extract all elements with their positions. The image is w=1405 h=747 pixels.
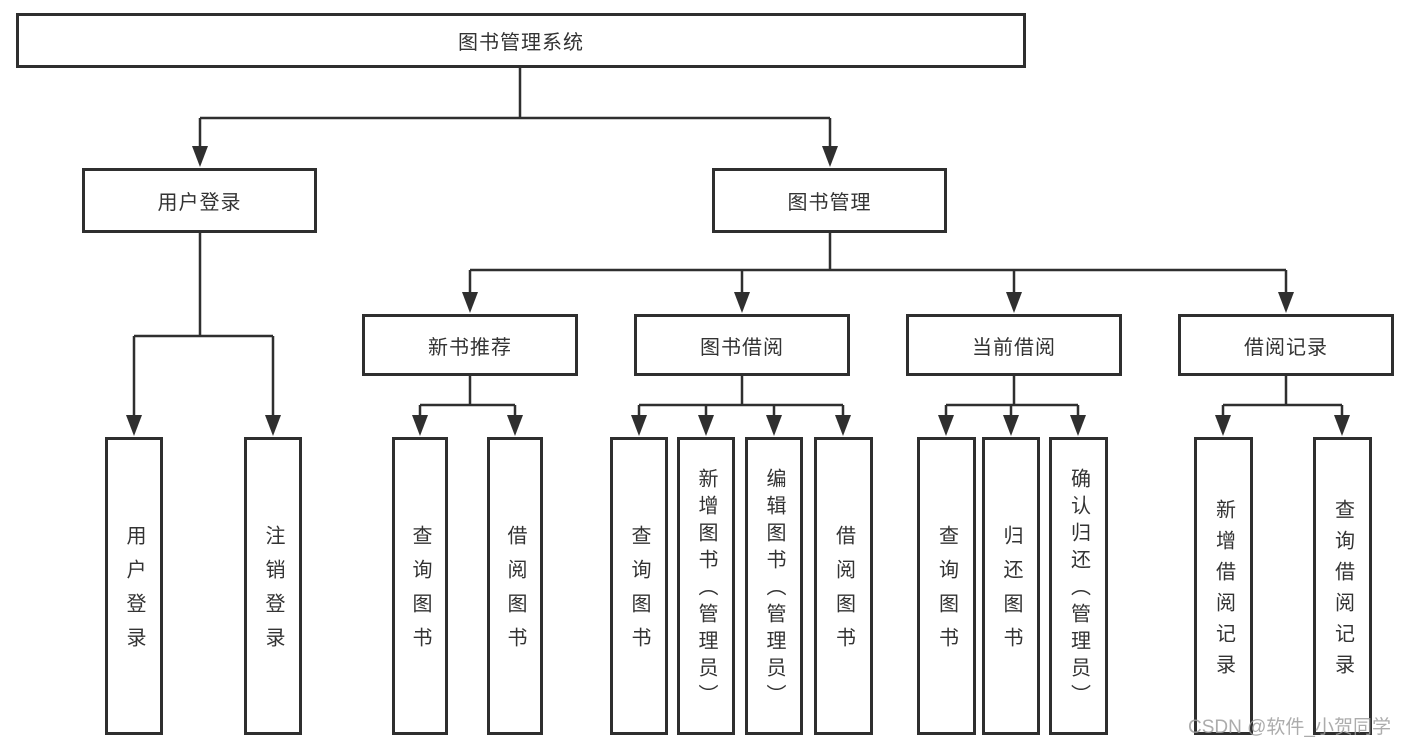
leaf-label: 查询借阅记录 bbox=[1331, 498, 1354, 685]
node-new-book-recommend: 新书推荐 bbox=[362, 314, 578, 376]
node-book-management: 图书管理 bbox=[712, 168, 947, 233]
leaf-label: 查询图书 bbox=[935, 525, 958, 661]
leaf-add-books-admin: 新增图书（管理员） bbox=[677, 437, 735, 735]
leaf-label: 新增图书（管理员） bbox=[695, 468, 717, 711]
node-user-login: 用户登录 bbox=[82, 168, 317, 233]
node-root: 图书管理系统 bbox=[16, 13, 1026, 68]
csdn-watermark: CSDN @软件_小贺同学 bbox=[1188, 717, 1391, 738]
node-current-borrowing: 当前借阅 bbox=[906, 314, 1122, 376]
leaf-query-books-current: 查询图书 bbox=[917, 437, 976, 735]
leaf-label: 用户登录 bbox=[123, 525, 145, 661]
leaf-return-books: 归还图书 bbox=[982, 437, 1040, 735]
leaf-query-borrow-record: 查询借阅记录 bbox=[1313, 437, 1372, 735]
leaf-logout: 注销登录 bbox=[244, 437, 302, 735]
leaf-label: 查询图书 bbox=[628, 525, 650, 661]
leaf-label: 确认归还（管理员） bbox=[1067, 468, 1090, 711]
node-borrowing-records: 借阅记录 bbox=[1178, 314, 1394, 376]
leaf-borrow-books: 借阅图书 bbox=[814, 437, 873, 735]
leaf-query-books-borrow: 查询图书 bbox=[610, 437, 668, 735]
node-book-borrowing: 图书借阅 bbox=[634, 314, 850, 376]
leaf-confirm-return-admin: 确认归还（管理员） bbox=[1049, 437, 1108, 735]
leaf-label: 借阅图书 bbox=[832, 525, 855, 661]
leaf-edit-books-admin: 编辑图书（管理员） bbox=[745, 437, 803, 735]
leaf-query-books-recommend: 查询图书 bbox=[392, 437, 448, 735]
leaf-label: 归还图书 bbox=[1000, 525, 1022, 661]
leaf-add-borrow-record: 新增借阅记录 bbox=[1194, 437, 1253, 735]
leaf-borrow-books-recommend: 借阅图书 bbox=[487, 437, 543, 735]
leaf-label: 查询图书 bbox=[409, 525, 431, 661]
leaf-label: 注销登录 bbox=[262, 525, 284, 661]
leaf-label: 编辑图书（管理员） bbox=[763, 468, 785, 711]
leaf-label: 新增借阅记录 bbox=[1212, 498, 1235, 685]
leaf-label: 借阅图书 bbox=[504, 525, 526, 661]
leaf-user-login: 用户登录 bbox=[105, 437, 163, 735]
